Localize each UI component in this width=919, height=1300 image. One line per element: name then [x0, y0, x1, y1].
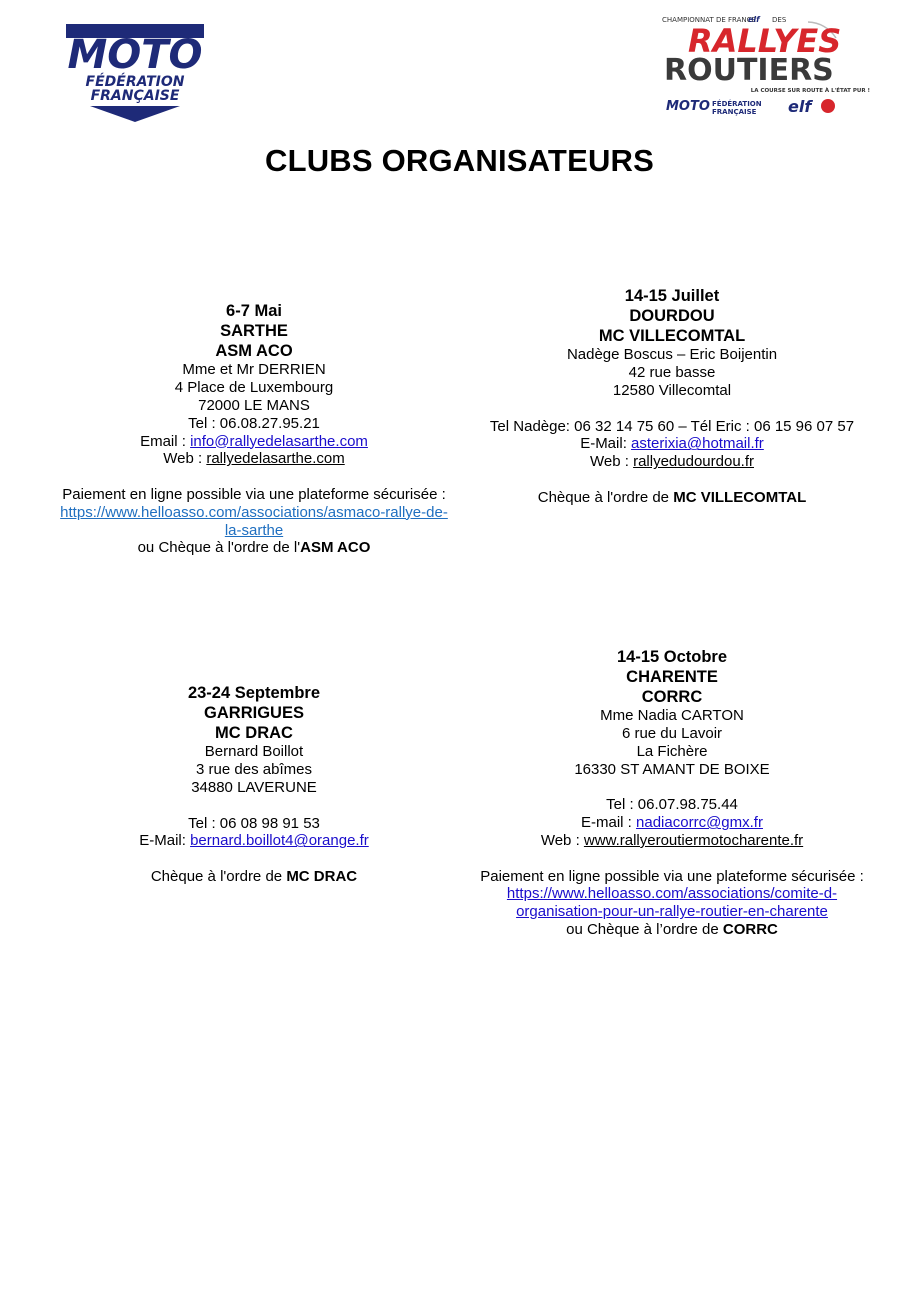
- club-tel: Tel Nadège: 06 32 14 75 60 – Tél Eric : …: [489, 417, 855, 435]
- club-address-2: 34880 LAVERUNE: [191, 778, 317, 796]
- rallyes-top-text: CHAMPIONNAT DE FRANCE: [662, 16, 756, 24]
- payment-link[interactable]: https://www.helloasso.com/associations/c…: [462, 885, 882, 921]
- rallyes-fed2: FRANÇAISE: [712, 108, 757, 116]
- club-date: 6-7 Mai: [226, 302, 282, 320]
- cheque-line: Chèque à l'ordre de MC DRAC: [24, 868, 484, 886]
- helloasso-link-part-1[interactable]: https://www.helloasso.com/associations/c…: [506, 885, 838, 903]
- club-address-1: 6 rue du Lavoir: [621, 725, 723, 743]
- club-card-charente: 14-15 Octobre CHARENTE CORRC Mme Nadia C…: [462, 648, 882, 939]
- club-email-line: Email : info@rallyedelasarthe.com: [24, 433, 484, 451]
- email-link[interactable]: bernard.boillot4@orange.fr: [190, 832, 369, 850]
- club-region: GARRIGUES: [204, 703, 304, 722]
- club-name: MC DRAC: [215, 723, 293, 742]
- rallyes-word1: RALLYES: [688, 22, 841, 60]
- club-tel: Tel : 06.07.98.75.44: [606, 796, 738, 814]
- rallyes-fed1: FÉDÉRATION: [712, 99, 762, 108]
- club-name: CORRC: [641, 687, 703, 706]
- cheque-name: CORRC: [722, 920, 778, 938]
- club-tel: Tel : 06.08.27.95.21: [188, 414, 320, 432]
- rallyes-top-brand: elf: [748, 15, 761, 24]
- web-label: Web :: [540, 831, 584, 849]
- club-card-garrigues: 23-24 Septembre GARRIGUES MC DRAC Bernar…: [24, 684, 484, 886]
- club-card-dourdou: 14-15 Juillet DOURDOU MC VILLECOMTAL Nad…: [462, 287, 882, 507]
- club-contact: Mme Nadia CARTON: [600, 707, 744, 725]
- club-region: SARTHE: [220, 321, 288, 340]
- rallyes-elf: elf: [788, 97, 813, 116]
- cheque-prefix: ou Chèque à l’ordre de: [566, 920, 723, 938]
- rallyes-tagline: LA COURSE SUR ROUTE À L'ÉTAT PUR !: [751, 86, 870, 94]
- cheque-line: Chèque à l'ordre de MC VILLECOMTAL: [462, 489, 882, 507]
- club-tel: Tel : 06 08 98 91 53: [188, 814, 320, 832]
- email-link[interactable]: nadiacorrc@gmx.fr: [636, 814, 763, 832]
- club-address-1: 42 rue basse: [628, 364, 716, 382]
- email-link[interactable]: info@rallyedelasarthe.com: [190, 432, 368, 450]
- club-region: CHARENTE: [626, 667, 718, 686]
- cheque-line: ou Chèque à l’ordre de CORRC: [462, 921, 882, 939]
- club-address-1: 4 Place de Luxembourg: [174, 379, 334, 397]
- cheque-line: ou Chèque à l'ordre de l'ASM ACO: [24, 539, 484, 557]
- club-email-line: E-Mail: asterixia@hotmail.fr: [462, 435, 882, 453]
- cheque-prefix: Chèque à l'ordre de: [150, 867, 287, 885]
- page-title: CLUBS ORGANISATEURS: [264, 143, 654, 178]
- rallyes-top-suffix: DES: [772, 16, 787, 24]
- cheque-name: ASM ACO: [300, 539, 371, 557]
- club-web-line: Web : rallyedudourdou.fr: [462, 453, 882, 471]
- club-date: 14-15 Juillet: [624, 287, 720, 305]
- web-link[interactable]: rallyedudourdou.fr: [633, 453, 754, 471]
- club-address-2: 72000 LE MANS: [198, 396, 310, 414]
- club-name: MC VILLECOMTAL: [598, 326, 746, 345]
- club-email-line: E-Mail: bernard.boillot4@orange.fr: [24, 832, 484, 850]
- payment-text: Paiement en ligne possible via une plate…: [480, 867, 864, 885]
- moto-ffm-logo: MOTO FÉDÉRATION FRANÇAISE: [62, 20, 208, 124]
- club-contact: Mme et Mr DERRIEN: [182, 361, 326, 379]
- email-label: Email :: [140, 432, 191, 450]
- club-address-3: 16330 ST AMANT DE BOIXE: [574, 760, 770, 778]
- email-label: E-Mail:: [139, 832, 191, 850]
- web-label: Web :: [163, 450, 207, 468]
- cheque-prefix: ou Chèque à l'ordre de l': [137, 539, 301, 557]
- club-name: ASM ACO: [215, 341, 293, 360]
- helloasso-link-part-1[interactable]: https://www.helloasso.com/associations/a…: [60, 503, 448, 521]
- logo-moto-word: MOTO: [67, 32, 202, 78]
- web-link[interactable]: rallyedelasarthe.com: [206, 450, 345, 468]
- web-link[interactable]: www.rallyeroutiermotocharente.fr: [583, 831, 804, 849]
- rallyes-routiers-logo: CHAMPIONNAT DE FRANCE elf DES RALLYES RO…: [658, 8, 874, 120]
- club-web-line: Web : rallyedelasarthe.com: [24, 450, 484, 468]
- cheque-name: MC DRAC: [286, 867, 358, 885]
- payment-text: Paiement en ligne possible via une plate…: [62, 485, 446, 503]
- logo-fed-line2: FRANÇAISE: [91, 88, 180, 104]
- email-label: E-Mail:: [580, 435, 632, 453]
- logo-fed-line1: FÉDÉRATION: [86, 73, 185, 90]
- club-date: 14-15 Octobre: [616, 648, 728, 666]
- payment-link[interactable]: https://www.helloasso.com/associations/a…: [24, 504, 484, 540]
- email-label: E-mail :: [581, 814, 637, 832]
- club-address-2: La Fichère: [636, 742, 708, 760]
- club-card-sarthe: 6-7 Mai SARTHE ASM ACO Mme et Mr DERRIEN…: [24, 302, 484, 557]
- club-email-line: E-mail : nadiacorrc@gmx.fr: [462, 814, 882, 832]
- club-contact: Bernard Boillot: [204, 743, 304, 761]
- club-address-1: 3 rue des abîmes: [196, 761, 312, 779]
- club-address-2: 12580 Villecomtal: [612, 381, 732, 399]
- club-region: DOURDOU: [629, 306, 715, 325]
- club-contact: Nadège Boscus – Eric Boijentin: [566, 346, 778, 364]
- cheque-name: MC VILLECOMTAL: [673, 488, 807, 506]
- club-web-line: Web : www.rallyeroutiermotocharente.fr: [462, 832, 882, 850]
- cheque-prefix: Chèque à l'ordre de: [537, 488, 674, 506]
- rallyes-moto: MOTO: [666, 99, 710, 114]
- club-date: 23-24 Septembre: [187, 684, 321, 702]
- web-label: Web :: [590, 453, 634, 471]
- helloasso-link-part-2[interactable]: la-sarthe: [224, 521, 284, 539]
- helloasso-link-part-2[interactable]: organisation-pour-un-rallye-routier-en-c…: [516, 903, 828, 921]
- email-link[interactable]: asterixia@hotmail.fr: [631, 435, 764, 453]
- rallyes-word2: ROUTIERS: [664, 53, 834, 88]
